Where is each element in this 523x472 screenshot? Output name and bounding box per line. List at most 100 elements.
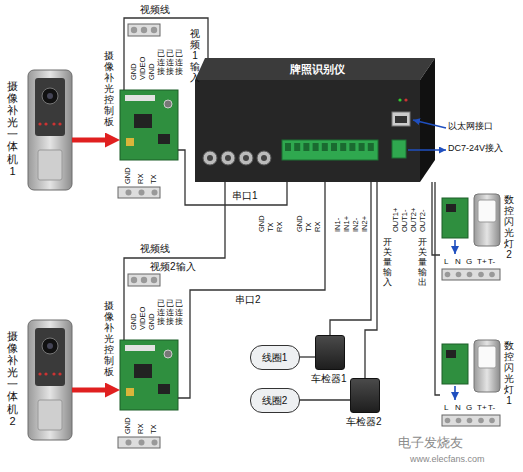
terminal-strip-part (368, 143, 374, 151)
label: 已连接 (157, 300, 165, 326)
wire (124, 18, 208, 90)
wire (300, 399, 350, 400)
node-text: 摄像补光控制板 (104, 300, 114, 377)
vehicle-detector: 车检器1 (315, 335, 345, 370)
node-text: 牌照识别仪 (290, 63, 345, 75)
recognizer-housing-part (195, 58, 435, 80)
node-text: 线圈2 (262, 395, 288, 406)
flash-unit-1 (442, 340, 500, 426)
label: T+ (477, 258, 487, 267)
label: 已连接 (157, 50, 165, 76)
recognizer-housing-part (282, 140, 378, 160)
pin-label: GND (296, 215, 304, 232)
label: 电子发烧友 (398, 436, 463, 450)
recognizer-housing-part (392, 140, 406, 158)
label: G (466, 404, 472, 413)
flash-lamp: 数控闪光灯1 (440, 338, 502, 428)
camera-fill-light: 摄像补光一体机2 (28, 320, 72, 445)
camera-unit-2 (28, 274, 178, 448)
vehicle-detector: 车检器2 (350, 378, 380, 413)
red-arrow (72, 388, 105, 393)
label: 视频2输入 (150, 261, 196, 272)
recognizer-housing-part (404, 98, 407, 101)
terminal-strip-part (359, 143, 365, 151)
pin-label: RX (137, 424, 145, 434)
recognizer-housing-part (420, 58, 435, 182)
flash-unit-2 (442, 194, 500, 280)
pin-label: TX (150, 424, 158, 434)
node-text: 数控闪光灯2 (504, 194, 514, 260)
plate-recognizer: 牌照识别仪 (195, 58, 435, 182)
wire (435, 182, 440, 395)
terminal-strip-part (340, 143, 346, 151)
recognizer-housing-part (195, 80, 420, 182)
loop-coil: 线圈1 (250, 345, 300, 370)
label: 串口1 (232, 190, 258, 201)
pin-label: VIDEO (139, 57, 147, 80)
wire (124, 182, 225, 340)
pin-label: OUT1+ (392, 208, 400, 232)
pin-label: GND (124, 417, 132, 434)
recognizer-housing-part (257, 151, 271, 165)
recognizer-housing-part (207, 155, 213, 161)
wire (178, 150, 287, 205)
loop-coil: 线圈2 (250, 388, 300, 413)
label: 串口2 (235, 294, 261, 305)
pin-label: GND (130, 63, 138, 80)
wire (178, 182, 325, 398)
pin-label: TX (305, 222, 313, 232)
label: 以太网接口 (448, 122, 493, 132)
pin-label: GND (258, 215, 266, 232)
label: DC7-24V接入 (448, 144, 503, 154)
terminal-strip-part (331, 143, 337, 151)
terminal-strip (285, 143, 374, 151)
recognizer-housing-part (398, 98, 401, 101)
wire (300, 356, 315, 357)
node-text: 摄像补光一体机2 (7, 330, 18, 427)
recognizer-housing-part (392, 112, 410, 126)
recognizer-housing-part (221, 151, 235, 165)
label: T- (488, 404, 495, 413)
node-text: 摄像补光一体机1 (7, 80, 18, 177)
red-arrow (72, 138, 105, 143)
pin-label: GND (148, 63, 156, 80)
node-text: 数控闪光灯1 (504, 340, 514, 406)
label: 已连接 (175, 50, 183, 76)
label: 视频线 (140, 243, 170, 254)
label: 已连接 (166, 50, 174, 76)
terminal-strip-part (303, 143, 309, 151)
pin-label: RX (137, 174, 145, 184)
pin-label: IN1+ (343, 216, 351, 232)
camera-fill-light: 摄像补光一体机1 (28, 70, 72, 190)
label: 已连接 (166, 300, 174, 326)
terminal-strip-part (322, 143, 328, 151)
recognizer-housing-part (225, 155, 231, 161)
label: 开关量输入 (383, 238, 392, 287)
pin-label: RX (276, 222, 284, 232)
wire (365, 182, 377, 378)
node-text: 车检器2 (346, 416, 382, 427)
label: N (455, 404, 461, 413)
label: G (466, 258, 472, 267)
label: L (444, 404, 448, 413)
pin-label: GND (130, 313, 138, 330)
label: 视频1输入 (190, 28, 200, 83)
terminal-strip-part (285, 143, 291, 151)
node-text: 摄像补光控制板 (104, 50, 114, 127)
recognizer-housing-part (395, 116, 407, 123)
recognizer-housing-part (408, 149, 446, 150)
flash-lamp: 数控闪光灯2 (440, 192, 502, 282)
label: L (444, 258, 448, 267)
label: 已连接 (175, 300, 183, 326)
pin-label: TX (267, 222, 275, 232)
label: N (455, 258, 461, 267)
pin-label: RX (314, 222, 322, 232)
pin-label: TX (150, 174, 158, 184)
pin-label: OUT2+ (410, 208, 418, 232)
pin-label: IN1- (334, 218, 342, 232)
label: T- (488, 258, 495, 267)
recognizer-housing (195, 58, 446, 182)
recognizer-housing-part (261, 155, 267, 161)
control-board: 摄像补光控制板 (120, 340, 178, 410)
